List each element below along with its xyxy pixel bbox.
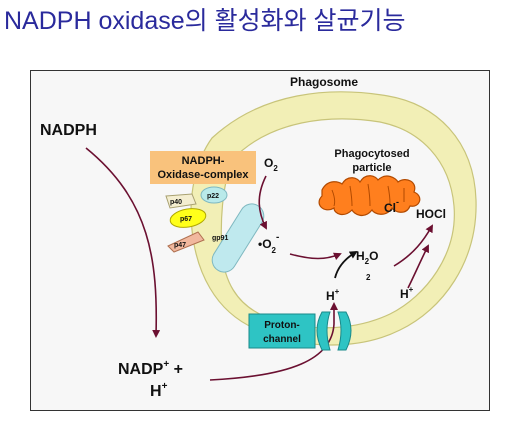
page-title: NADPH oxidase의 활성화와 살균기능 — [4, 7, 406, 35]
nadph-label: NADPH — [40, 122, 97, 139]
gp91-label: gp91 — [212, 235, 228, 242]
h-plus-to-hocl-arrow — [407, 244, 429, 289]
o2-label: O2 — [264, 156, 278, 173]
p47-label: p47 — [174, 242, 186, 249]
nadph-to-nadp-arrow — [85, 147, 161, 338]
h2o2-to-hocl-arrow — [393, 224, 433, 267]
phagosome-label: Phagosome — [290, 75, 358, 89]
p67-subunit — [169, 208, 207, 228]
gp91-subunit — [211, 203, 265, 273]
h2o2-label: H2O — [356, 249, 378, 266]
nadp-h-plus-label: H+ — [150, 381, 168, 400]
superoxide-label: •O2- — [258, 232, 279, 255]
oxidase-complex-box — [150, 151, 256, 184]
p22-label: p22 — [207, 193, 219, 200]
proton-channel-box — [248, 313, 316, 349]
proton-channel-left-half — [316, 311, 331, 351]
h-plus-inner-label: H+ — [326, 287, 340, 303]
particle-label-1: Phagocytosed — [334, 148, 409, 160]
h2o2-subscript: 2 — [366, 273, 371, 282]
proton-to-h2o2-arrow — [334, 250, 358, 279]
p40-label: p40 — [170, 199, 182, 206]
chloride-label: Cl- — [384, 197, 399, 215]
p40-subunit — [165, 193, 197, 209]
p22-subunit — [200, 186, 228, 204]
nadp-label: NADP+ + — [118, 359, 183, 378]
particle-ridges — [331, 183, 405, 207]
h-plus-right-label: H+ — [400, 285, 414, 301]
superoxide-to-h2o2-arrow — [289, 252, 342, 261]
proton-channel-label-1: Proton- — [264, 320, 300, 331]
p47-subunit — [167, 231, 205, 253]
p67-label: p67 — [180, 216, 192, 223]
o2-to-superoxide-arrow — [258, 175, 267, 230]
particle-label-2: particle — [352, 162, 391, 174]
oxidase-complex-label-2: Oxidase-complex — [157, 169, 249, 181]
oxidase-complex-label-1: NADPH- — [182, 155, 225, 167]
proton-channel-right-half — [337, 311, 352, 351]
proton-channel-label-2: channel — [263, 334, 301, 345]
hocl-label: HOCl — [416, 207, 446, 221]
proton-transport-arrow — [209, 302, 338, 381]
